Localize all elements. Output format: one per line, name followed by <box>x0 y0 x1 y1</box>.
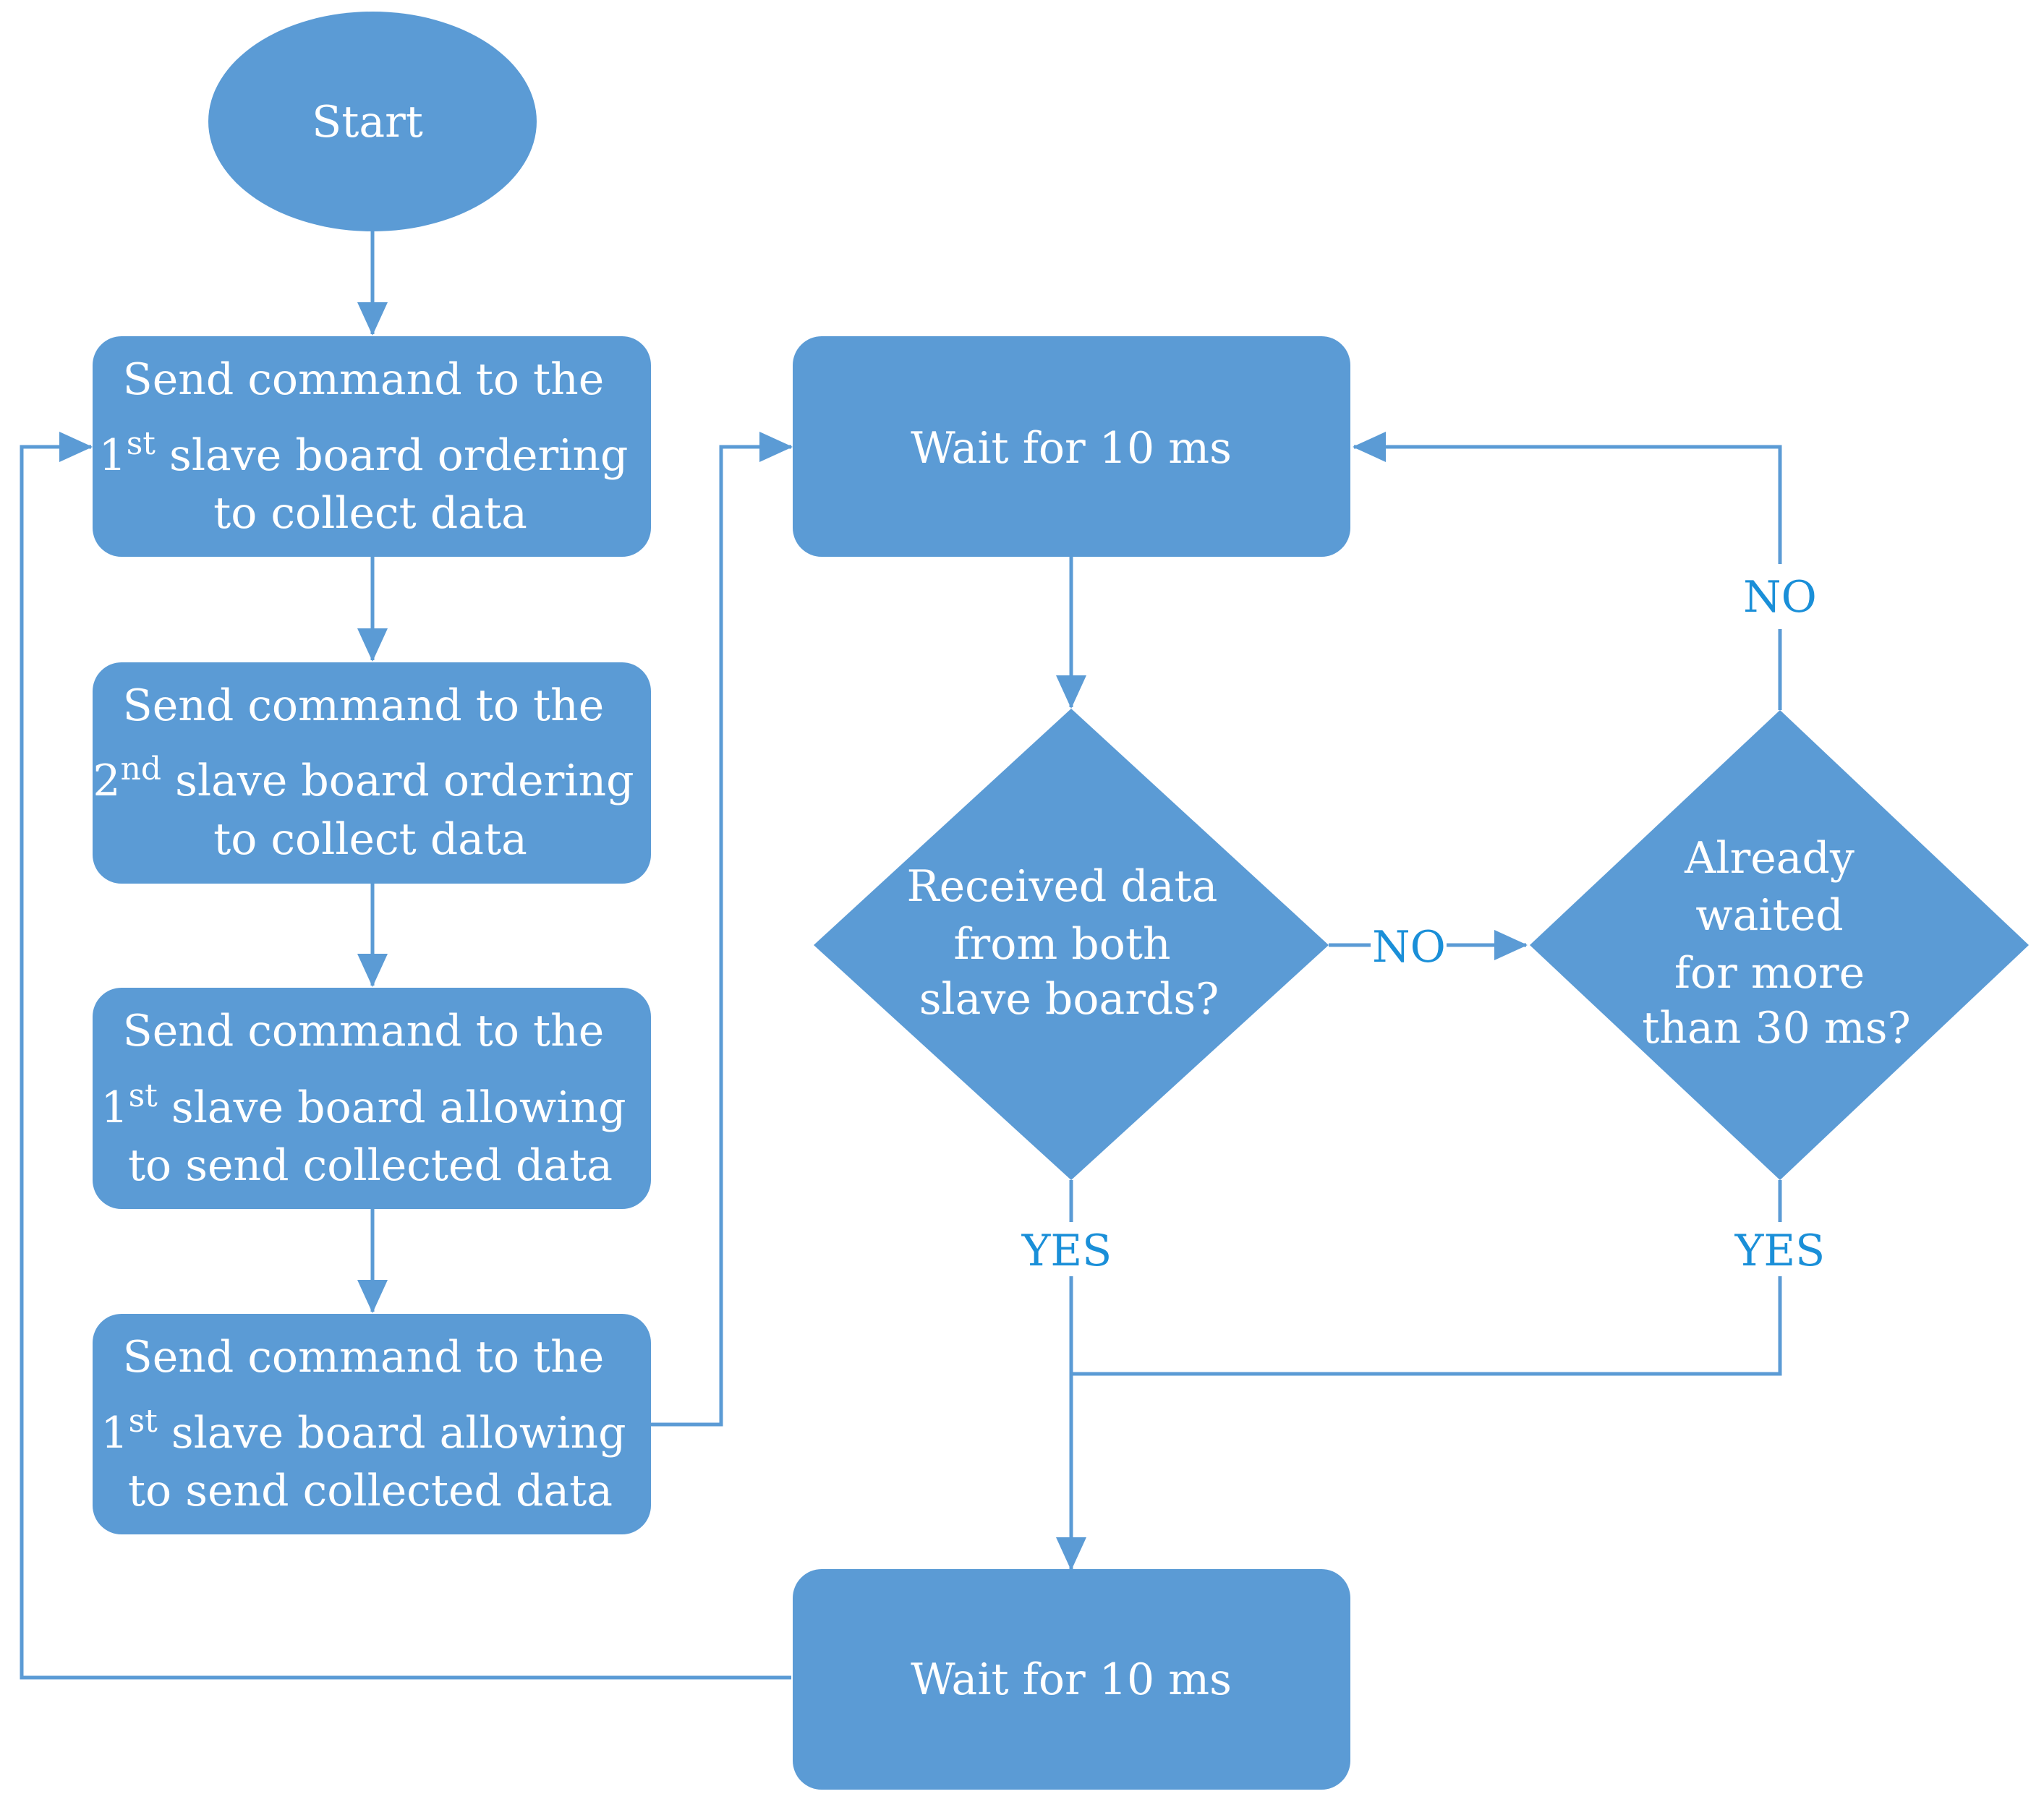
decision-waited-line2: waited <box>1695 890 1843 941</box>
step1-node: Send command to the 1st slave board orde… <box>93 336 651 557</box>
start-label: Start <box>312 97 423 148</box>
edge-label-received-no: NO <box>1372 922 1446 973</box>
wait-top-node: Wait for 10 ms <box>793 336 1350 557</box>
svg-text:Send command to the 2nd: Send command to the 2nd slave board orde… <box>93 680 647 865</box>
step3-line1: Send command to the <box>123 1006 605 1056</box>
decision-received-line3: slave boards? <box>919 974 1219 1025</box>
decision-received-line2: from both <box>953 919 1170 970</box>
step3-node: Send command to the 1st slave board allo… <box>93 988 651 1209</box>
edge-wait-bottom-to-step1 <box>20 432 791 1680</box>
edge-decision-waited-no <box>1354 447 1782 710</box>
step3-line3: to send collected data <box>128 1140 613 1191</box>
start-node: Start <box>208 12 537 231</box>
decision-received-node: Received data from both slave boards? <box>814 709 1329 1180</box>
edge-decision-waited-yes <box>1071 1180 1782 1376</box>
edge-label-waited-yes: YES <box>1734 1226 1826 1276</box>
wait-bottom-label: Wait for 10 ms <box>911 1654 1232 1705</box>
edge-label-waited-no: NO <box>1743 572 1817 623</box>
step2-node: Send command to the 2nd slave board orde… <box>93 662 651 884</box>
step4-line1: Send command to the <box>123 1332 605 1383</box>
edge-label-received-yes: YES <box>1021 1226 1112 1276</box>
edges <box>20 231 1782 1680</box>
step1-line3: to collect data <box>213 488 527 539</box>
svg-text:Send command to the 1st: Send command to the 1st slave board orde… <box>99 354 642 539</box>
decision-waited-node: Already waited for more than 30 ms? <box>1530 710 2029 1180</box>
step2-line1: Send command to the <box>123 680 605 731</box>
step3-line2: 1st slave board allowing <box>101 1077 626 1133</box>
decision-waited-line4: than 30 ms? <box>1642 1003 1911 1054</box>
step4-line3: to send collected data <box>128 1466 613 1516</box>
step1-line2: 1st slave board ordering <box>99 425 629 481</box>
edge-step4-to-wait-top <box>651 432 793 1427</box>
svg-text:Received data from both: Received data from both slave boards? <box>906 861 1231 1025</box>
decision-waited-line3: for more <box>1674 948 1865 999</box>
step1-line1: Send command to the <box>123 354 605 405</box>
wait-bottom-node: Wait for 10 ms <box>793 1569 1350 1790</box>
decision-waited-line1: Already <box>1684 833 1854 884</box>
svg-text:Already waited for: Already waited for more than 30 ms? <box>1642 833 1911 1054</box>
svg-text:Send command to the 1st: Send command to the 1st slave board allo… <box>101 1332 639 1516</box>
step2-line3: to collect data <box>213 814 527 865</box>
wait-top-label: Wait for 10 ms <box>911 423 1232 474</box>
step4-line2: 1st slave board allowing <box>101 1403 626 1458</box>
svg-text:Send command to the 1st: Send command to the 1st slave board allo… <box>101 1006 639 1191</box>
step2-line2: 2nd slave board ordering <box>93 751 634 806</box>
decision-received-line1: Received data <box>906 861 1217 912</box>
step4-node: Send command to the 1st slave board allo… <box>93 1314 651 1534</box>
